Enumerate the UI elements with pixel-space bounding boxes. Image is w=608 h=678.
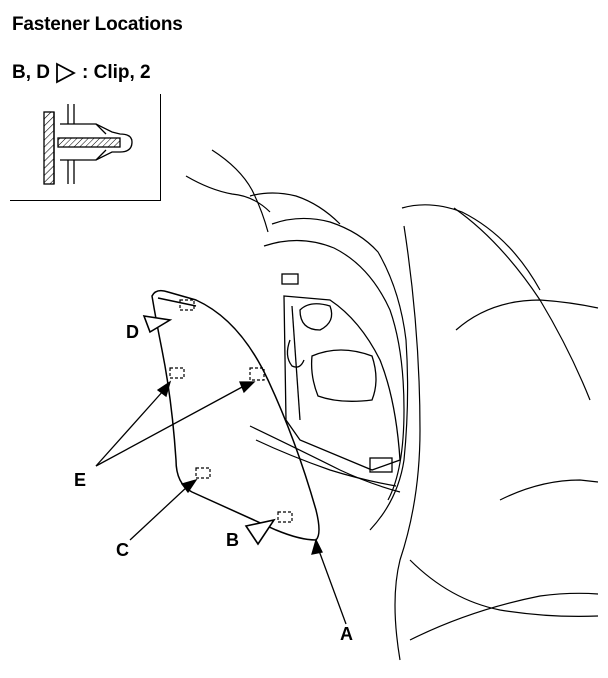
clip-marker-b xyxy=(277,511,293,523)
legend-prefix: B, D xyxy=(12,62,50,83)
triangle-marker-b-icon xyxy=(244,518,276,546)
vehicle-body-outline xyxy=(185,149,599,661)
clip-marker-e-right xyxy=(249,367,265,381)
fastener-legend: B, D : Clip, 2 xyxy=(12,62,151,84)
callout-a: A xyxy=(340,624,353,644)
clip-markers xyxy=(169,299,293,523)
triangle-marker-d-icon xyxy=(142,315,173,334)
clip-marker-e-left xyxy=(169,367,185,379)
legend-suffix: : Clip, 2 xyxy=(82,62,151,83)
leader-lines xyxy=(95,380,347,625)
trunk-trim-panel xyxy=(151,289,320,541)
clip-marker-c xyxy=(195,467,211,479)
clip-marker-d xyxy=(179,299,195,311)
callout-b: B xyxy=(226,530,239,550)
callout-d: D xyxy=(126,322,139,342)
clip-detail-drawing xyxy=(43,104,133,185)
clip-detail-inset xyxy=(10,94,161,201)
callout-e: E xyxy=(74,470,87,490)
trunk-side-opening xyxy=(281,273,401,473)
triangle-outline-icon xyxy=(56,62,76,84)
callout-c: C xyxy=(116,540,129,560)
page-title: Fastener Locations xyxy=(12,14,183,35)
